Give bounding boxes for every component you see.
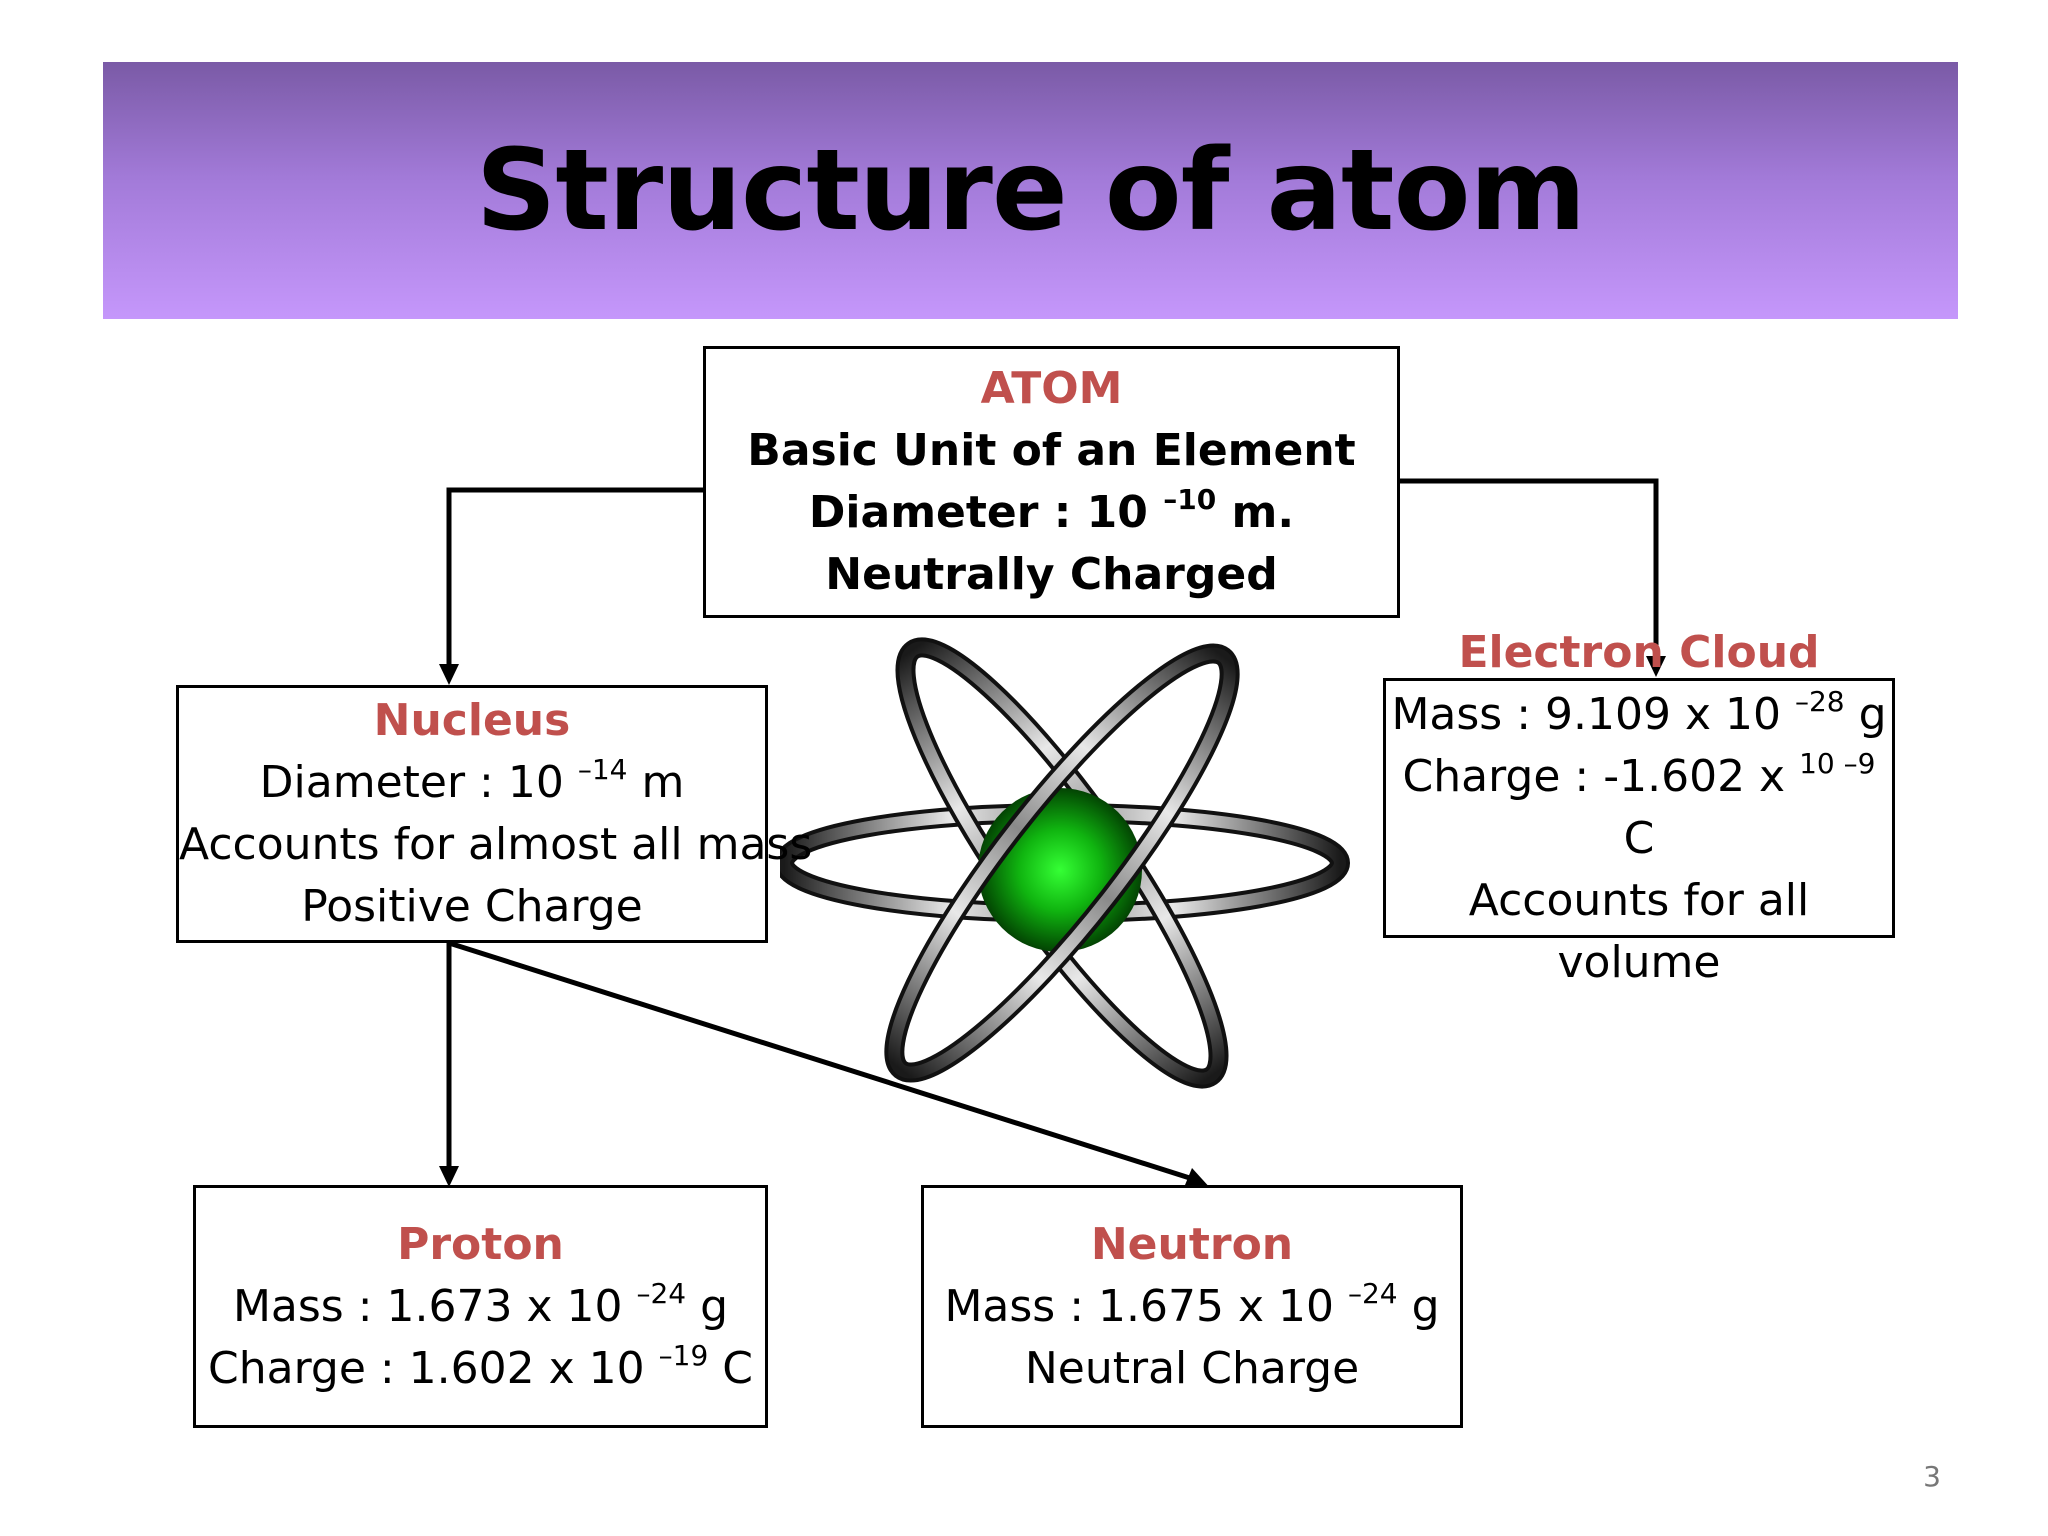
electron-mass: Mass : 9.109 x 10 –28 g <box>1386 684 1892 746</box>
proton-mass: Mass : 1.673 x 10 –24 g <box>196 1276 765 1338</box>
arrowhead-neutron <box>1185 1168 1212 1190</box>
arrowhead-electron <box>1646 656 1666 677</box>
electron-mass-value: Mass : 9.109 x 10 <box>1391 689 1795 740</box>
proton-mass-value: Mass : 1.673 x 10 <box>232 1280 637 1332</box>
electron-heading: Electron Cloud <box>1458 627 1820 678</box>
electron-mass-exponent: –28 <box>1794 685 1845 718</box>
electron-mass-unit: g <box>1844 689 1887 740</box>
nucleus-box: Nucleus Diameter : 10 –14 m Accounts for… <box>176 685 813 943</box>
nucleus-heading: Nucleus <box>373 695 571 746</box>
neutron-mass-unit: g <box>1397 1280 1440 1332</box>
proton-mass-exponent: –24 <box>636 1276 687 1310</box>
nucleus-diameter-exponent: –14 <box>577 753 628 786</box>
neutron-mass-value: Mass : 1.675 x 10 <box>944 1280 1348 1332</box>
atom-illustration <box>780 637 1350 1089</box>
arrowhead-proton <box>439 1166 459 1187</box>
electron-cloud-box: Electron Cloud Mass : 9.109 x 10 –28 g C… <box>1383 627 1895 988</box>
atom-diameter-value: Diameter : 10 <box>808 487 1164 538</box>
nucleus-diameter-unit: m <box>627 757 685 808</box>
electron-charge-value: Charge : -1.602 x <box>1402 751 1800 802</box>
atom-box: ATOM Basic Unit of an Element Diameter :… <box>703 346 1400 618</box>
atom-diameter-unit: m. <box>1216 487 1295 538</box>
neutron-charge: Neutral Charge <box>1024 1342 1360 1394</box>
orbit-tilted-right <box>884 643 1240 1083</box>
connector-atom-electron <box>1400 478 1659 660</box>
nucleus-mass-note: Accounts for almost all mass <box>179 819 813 870</box>
proton-charge: Charge : 1.602 x 10 –19 C <box>196 1338 765 1400</box>
atom-charge: Neutrally Charged <box>825 549 1278 600</box>
arrowhead-nucleus <box>439 664 459 685</box>
atom-diameter-exponent: –10 <box>1163 483 1217 516</box>
nucleus-charge: Positive Charge <box>301 881 643 932</box>
proton-charge-value: Charge : 1.602 x 10 <box>208 1342 659 1394</box>
proton-mass-unit: g <box>686 1280 729 1332</box>
atom-definition: Basic Unit of an Element <box>747 425 1356 476</box>
neutron-box: Neutron Mass : 1.675 x 10 –24 g Neutral … <box>921 1185 1463 1428</box>
proton-box: Proton Mass : 1.673 x 10 –24 g Charge : … <box>193 1185 768 1428</box>
electron-charge-exponent: 10 –9 <box>1799 747 1876 780</box>
page-number: 3 <box>1923 1460 1941 1493</box>
connector-atom-nucleus <box>446 487 703 668</box>
proton-charge-exponent: –19 <box>658 1338 709 1372</box>
proton-heading: Proton <box>397 1218 564 1270</box>
nucleus-diameter-value: Diameter : 10 <box>259 757 578 808</box>
electron-volume-note: Accounts for all volume <box>1468 875 1810 988</box>
neutron-mass: Mass : 1.675 x 10 –24 g <box>924 1276 1460 1338</box>
connector-nucleus-neutron <box>448 940 1197 1183</box>
proton-charge-unit: C <box>708 1342 753 1394</box>
atom-diameter: Diameter : 10 –10 m. <box>706 482 1397 544</box>
slide-title: Structure of atom <box>475 125 1586 256</box>
neutron-mass-exponent: –24 <box>1347 1276 1398 1310</box>
title-banner <box>103 62 1958 319</box>
electron-charge-unit: C <box>1623 813 1655 864</box>
electron-charge: Charge : -1.602 x 10 –9 C <box>1386 746 1892 870</box>
atom-heading: ATOM <box>980 363 1123 414</box>
nucleus-diameter: Diameter : 10 –14 m <box>179 752 765 814</box>
neutron-heading: Neutron <box>1090 1218 1294 1270</box>
